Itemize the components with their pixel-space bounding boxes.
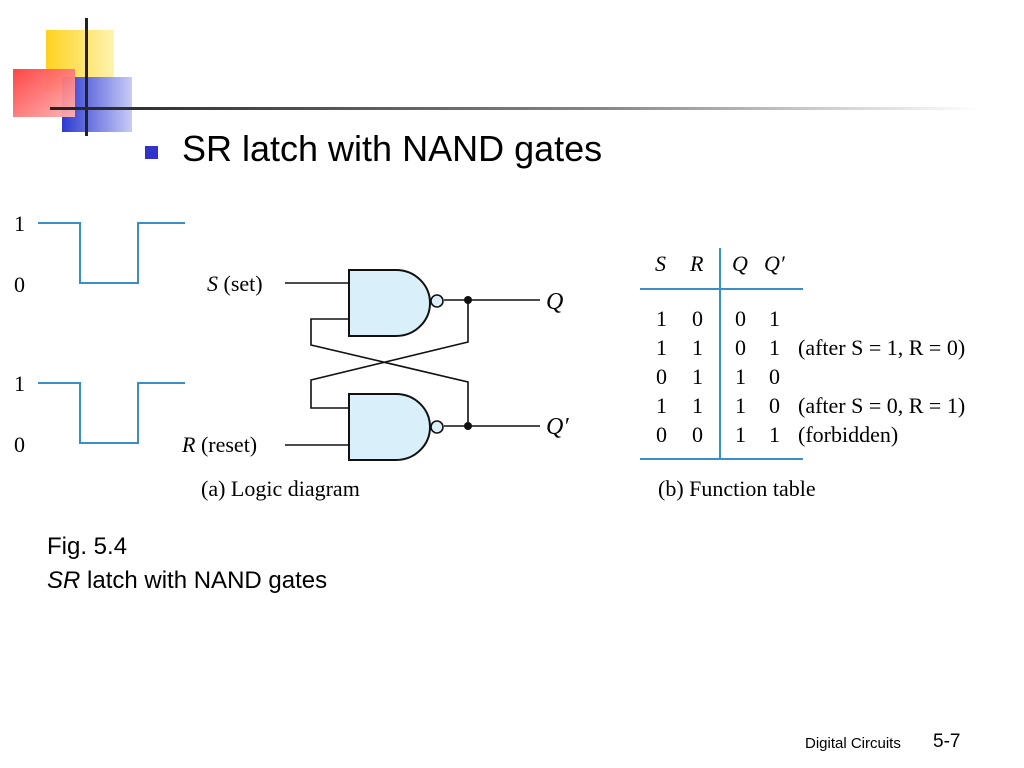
footer-course-name: Digital Circuits	[805, 735, 901, 752]
table-header-r: R	[689, 251, 704, 276]
cell-s: 1	[656, 306, 667, 331]
cell-s: 1	[656, 335, 667, 360]
cell-qbar: 1	[769, 306, 780, 331]
nand-gate-bottom	[348, 393, 444, 461]
footer-page-number: 5-7	[933, 731, 961, 752]
table-header-qbar: Q′	[764, 251, 786, 276]
function-table-caption: (b) Function table	[658, 476, 816, 501]
cell-r: 0	[692, 422, 703, 447]
cell-q: 1	[735, 393, 746, 418]
nand-gate-top	[348, 269, 444, 337]
input-r-label: R (reset)	[181, 432, 257, 457]
figure-title-italic: SR	[47, 567, 81, 594]
deco-vertical-line	[85, 18, 88, 136]
cell-qbar: 0	[769, 364, 780, 389]
table-header-s: S	[655, 251, 666, 276]
cell-q: 1	[735, 364, 746, 389]
title-bullet-icon	[145, 146, 158, 159]
waveform-top-high-label: 1	[14, 211, 25, 236]
waveform-top	[38, 222, 185, 284]
slide-title: SR latch with NAND gates	[182, 128, 603, 169]
function-table: S R Q Q′ 1 0 0 1 1 1 0 1 (after S = 1, R…	[640, 248, 965, 501]
cell-note: (after S = 1, R = 0)	[798, 335, 965, 360]
cell-r: 1	[692, 364, 703, 389]
cell-q: 0	[735, 335, 746, 360]
logic-diagram-caption: (a) Logic diagram	[201, 476, 360, 501]
figure-number: Fig. 5.4	[47, 533, 128, 560]
waveform-top-low-label: 0	[14, 272, 25, 297]
deco-horizontal-line	[50, 107, 980, 110]
table-row: 0 1 1 0	[656, 364, 780, 389]
cell-qbar: 1	[769, 335, 780, 360]
cell-qbar: 1	[769, 422, 780, 447]
cell-note: (forbidden)	[798, 422, 898, 447]
output-qbar-label: Q′	[546, 414, 569, 440]
latch-wires	[285, 282, 540, 446]
cell-q: 0	[735, 306, 746, 331]
output-q-label: Q	[546, 289, 563, 315]
figure-title: SR latch with NAND gates	[47, 564, 327, 598]
table-header-q: Q	[732, 251, 748, 276]
table-row: 1 1 1 0 (after S = 0, R = 1)	[656, 393, 965, 418]
table-row: 1 1 0 1 (after S = 1, R = 0)	[656, 335, 965, 360]
cell-r: 0	[692, 306, 703, 331]
qbar-junction-dot	[464, 422, 472, 430]
cell-r: 1	[692, 335, 703, 360]
cell-note: (after S = 0, R = 1)	[798, 393, 965, 418]
figure-caption: Fig. 5.4 SR latch with NAND gates	[47, 530, 327, 598]
waveform-bottom	[38, 382, 185, 444]
title-decoration	[0, 0, 1024, 140]
cell-s: 0	[656, 422, 667, 447]
cell-s: 0	[656, 364, 667, 389]
sr-latch-figure: 1 0 1 0 S (set) R (reset) Q Q′ (a) Logic…	[14, 211, 965, 501]
cell-q: 1	[735, 422, 746, 447]
waveform-bottom-high-label: 1	[14, 371, 25, 396]
table-row: 0 0 1 1 (forbidden)	[656, 422, 898, 447]
cell-qbar: 0	[769, 393, 780, 418]
input-s-label: S (set)	[207, 271, 263, 296]
figure-title-rest: latch with NAND gates	[80, 567, 328, 594]
cell-r: 1	[692, 393, 703, 418]
table-row: 1 0 0 1	[656, 306, 780, 331]
q-junction-dot	[464, 296, 472, 304]
waveform-bottom-low-label: 0	[14, 432, 25, 457]
cell-s: 1	[656, 393, 667, 418]
